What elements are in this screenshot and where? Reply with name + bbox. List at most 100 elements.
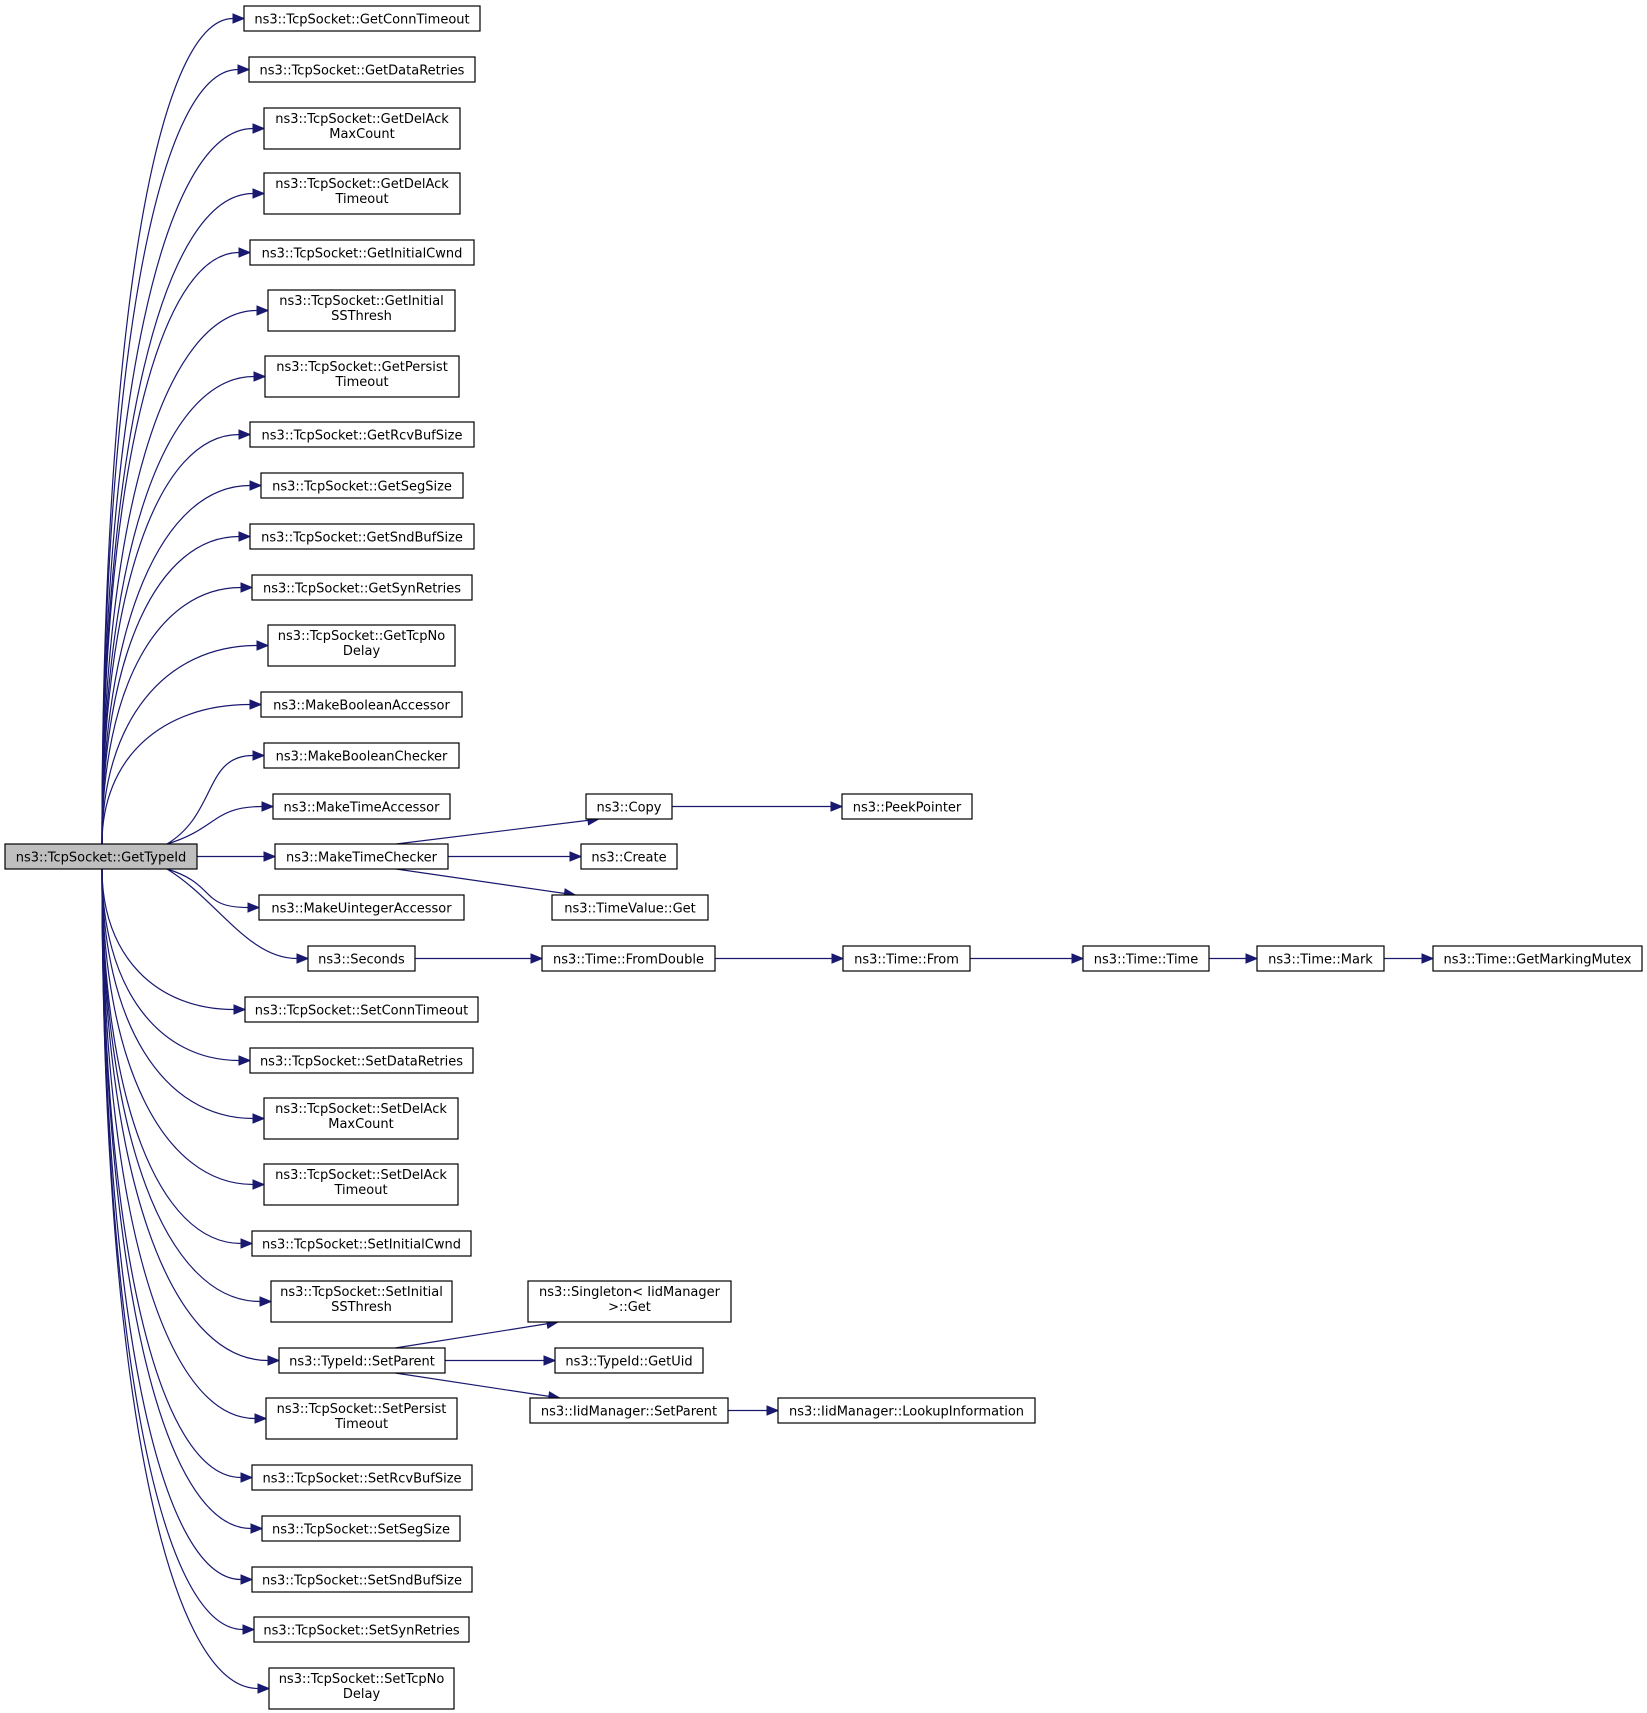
edge-ns3-iidmanager-setparent-to-ns3-iidmanager-lookupinformation bbox=[728, 1405, 780, 1416]
edge-line bbox=[166, 805, 263, 845]
node-label: ns3::TcpSocket::GetSndBufSize bbox=[261, 531, 463, 546]
edge-arrowhead bbox=[830, 801, 844, 812]
node-ns3-tcpsocket-setconntimeout[interactable]: ns3::TcpSocket::SetConnTimeout bbox=[244, 996, 479, 1023]
node-box bbox=[264, 355, 460, 398]
node-label: ns3::TcpSocket::SetConnTimeout bbox=[255, 1004, 468, 1019]
node-box bbox=[270, 1280, 453, 1323]
node-ns3-tcpsocket-getinitialcwnd[interactable]: ns3::TcpSocket::GetInitialCwnd bbox=[249, 239, 475, 266]
node-box bbox=[249, 421, 475, 448]
node-label: ns3::TcpSocket::SetDelAck bbox=[275, 1102, 447, 1117]
node-ns3-typeid-getuid[interactable]: ns3::TypeId::GetUid bbox=[554, 1347, 704, 1374]
edge-line bbox=[101, 251, 240, 845]
node-box bbox=[261, 1515, 461, 1542]
node-label: ns3::Create bbox=[591, 851, 666, 866]
node-label: ns3::TimeValue::Get bbox=[564, 902, 696, 917]
edge-line bbox=[101, 868, 235, 1011]
node-box bbox=[278, 1347, 446, 1374]
node-label: Timeout bbox=[334, 375, 388, 390]
node-ns3-seconds[interactable]: ns3::Seconds bbox=[307, 945, 416, 972]
edge-arrowhead bbox=[253, 371, 267, 382]
node-label: ns3::Time::Time bbox=[1094, 953, 1198, 968]
node-box bbox=[258, 894, 465, 921]
edge-line bbox=[101, 433, 240, 845]
node-ns3-maketimechecker[interactable]: ns3::MakeTimeChecker bbox=[274, 843, 449, 870]
node-label: ns3::TcpSocket::SetTcpNo bbox=[279, 1672, 445, 1687]
node-label: ns3::TcpSocket::GetTypeId bbox=[16, 851, 187, 866]
edge-ns3-typeid-setparent-to-ns3-iidmanager-setparent bbox=[395, 1372, 562, 1402]
node-label: ns3::TcpSocket::SetDataRetries bbox=[260, 1055, 463, 1070]
node-box bbox=[268, 1667, 455, 1710]
node-box bbox=[267, 624, 456, 667]
node-ns3-tcpsocket-setdataretries[interactable]: ns3::TcpSocket::SetDataRetries bbox=[249, 1047, 474, 1074]
node-ns3-timevalue-get[interactable]: ns3::TimeValue::Get bbox=[551, 894, 709, 921]
node-ns3-tcpsocket-gettypeid[interactable]: ns3::TcpSocket::GetTypeId bbox=[4, 843, 198, 870]
node-ns3-iidmanager-lookupinformation[interactable]: ns3::IidManager::LookupInformation bbox=[777, 1397, 1036, 1424]
node-label: ns3::Time::From bbox=[854, 953, 959, 968]
node-ns3-singleton-iidmanager-get[interactable]: ns3::Singleton< IidManager>::Get bbox=[527, 1280, 732, 1323]
node-ns3-tcpsocket-setrcvbufsize[interactable]: ns3::TcpSocket::SetRcvBufSize bbox=[251, 1464, 473, 1491]
node-ns3-time-fromdouble[interactable]: ns3::Time::FromDouble bbox=[541, 945, 716, 972]
node-ns3-peekpointer[interactable]: ns3::PeekPointer bbox=[841, 793, 973, 820]
node-ns3-tcpsocket-getsynretries[interactable]: ns3::TcpSocket::GetSynRetries bbox=[251, 574, 473, 601]
node-box bbox=[265, 1397, 458, 1440]
node-ns3-tcpsocket-getdataretries[interactable]: ns3::TcpSocket::GetDataRetries bbox=[248, 56, 476, 83]
node-ns3-tcpsocket-setsegsize[interactable]: ns3::TcpSocket::SetSegSize bbox=[261, 1515, 461, 1542]
node-ns3-makebooleanaccessor[interactable]: ns3::MakeBooleanAccessor bbox=[260, 691, 463, 718]
node-box bbox=[249, 239, 475, 266]
edge-arrowhead bbox=[296, 953, 310, 964]
node-ns3-time-time[interactable]: ns3::Time::Time bbox=[1082, 945, 1210, 972]
edge-arrowhead bbox=[252, 1113, 266, 1124]
node-label: SSThresh bbox=[331, 309, 392, 324]
node-ns3-tcpsocket-getsndbufsize[interactable]: ns3::TcpSocket::GetSndBufSize bbox=[249, 523, 475, 550]
node-ns3-time-getmarkingmutex[interactable]: ns3::Time::GetMarkingMutex bbox=[1432, 945, 1643, 972]
node-label: ns3::TcpSocket::GetRcvBufSize bbox=[262, 429, 463, 444]
node-ns3-tcpsocket-getrcvbufsize[interactable]: ns3::TcpSocket::GetRcvBufSize bbox=[249, 421, 475, 448]
node-ns3-maketimeaccessor[interactable]: ns3::MakeTimeAccessor bbox=[272, 793, 451, 820]
node-label: ns3::TcpSocket::SetInitial bbox=[280, 1285, 443, 1300]
node-ns3-tcpsocket-getsegsize[interactable]: ns3::TcpSocket::GetSegSize bbox=[260, 472, 464, 499]
node-box bbox=[1432, 945, 1643, 972]
edge-ns3-tcpsocket-gettypeid-to-ns3-tcpsocket-setrcvbufsize bbox=[101, 868, 254, 1483]
node-label: >::Get bbox=[608, 1300, 651, 1315]
edge-arrowhead bbox=[240, 582, 254, 593]
edge-arrowhead bbox=[263, 851, 277, 862]
node-box bbox=[253, 1616, 470, 1643]
node-label: ns3::TcpSocket::SetInitialCwnd bbox=[262, 1238, 461, 1253]
node-ns3-tcpsocket-setinitialcwnd[interactable]: ns3::TcpSocket::SetInitialCwnd bbox=[251, 1230, 472, 1257]
node-box bbox=[251, 1464, 473, 1491]
node-label: ns3::TcpSocket::SetDelAck bbox=[275, 1168, 447, 1183]
node-ns3-makebooleanchecker[interactable]: ns3::MakeBooleanChecker bbox=[263, 742, 460, 769]
node-label: ns3::MakeBooleanAccessor bbox=[273, 699, 450, 714]
edge-line bbox=[396, 818, 599, 845]
node-ns3-tcpsocket-setsynretries[interactable]: ns3::TcpSocket::SetSynRetries bbox=[253, 1616, 470, 1643]
node-label: ns3::TcpSocket::GetInitialCwnd bbox=[262, 247, 463, 262]
node-box bbox=[272, 793, 451, 820]
edge-arrowhead bbox=[530, 953, 544, 964]
node-label: ns3::TypeId::GetUid bbox=[565, 1355, 692, 1370]
node-ns3-iidmanager-setparent[interactable]: ns3::IidManager::SetParent bbox=[529, 1397, 729, 1424]
node-label: ns3::TcpSocket::GetDelAck bbox=[275, 112, 449, 127]
node-ns3-copy[interactable]: ns3::Copy bbox=[585, 793, 673, 820]
node-box bbox=[841, 793, 973, 820]
edge-line bbox=[101, 586, 242, 845]
node-ns3-create[interactable]: ns3::Create bbox=[580, 843, 678, 870]
node-ns3-time-from[interactable]: ns3::Time::From bbox=[842, 945, 971, 972]
node-ns3-time-mark[interactable]: ns3::Time::Mark bbox=[1256, 945, 1385, 972]
node-ns3-typeid-setparent[interactable]: ns3::TypeId::SetParent bbox=[278, 1347, 446, 1374]
node-ns3-tcpsocket-setsndbufsize[interactable]: ns3::TcpSocket::SetSndBufSize bbox=[251, 1566, 473, 1593]
node-box bbox=[4, 843, 198, 870]
node-ns3-makeuintegeraccessor[interactable]: ns3::MakeUintegerAccessor bbox=[258, 894, 465, 921]
node-ns3-tcpsocket-getconntimeout[interactable]: ns3::TcpSocket::GetConnTimeout bbox=[243, 5, 481, 32]
node-label: SSThresh bbox=[331, 1300, 392, 1315]
edge-ns3-maketimechecker-to-ns3-copy bbox=[396, 815, 601, 845]
